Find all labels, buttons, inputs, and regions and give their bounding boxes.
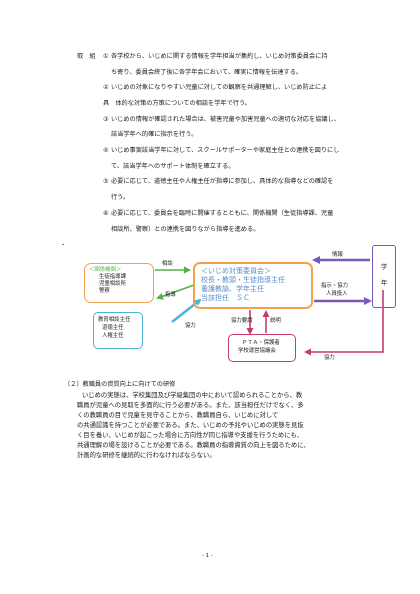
staff-item: 人権主任 [102,333,124,339]
roles-label: 取 組 [77,53,96,60]
role-line: 具 体的な対策の方策についての相談を学年で行う。 [103,100,251,107]
role-line: 必要に応じて、委員会を臨時に開催するとともに、関係機関（生徒指導課、児童 [111,210,334,217]
bullet: ・ [60,242,67,249]
role-line: 各学校から、いじめに関する情報を学年担当が集約し、いじめ対策委員会に持 [111,53,328,60]
committee-title: ＜いじめ対策委員会＞ [201,267,271,275]
explain-label: 説明 [270,318,281,324]
section-2-line: 職員が児童への見取を多面的に行う必要がある。また、該当担任だけでなく、多 [77,402,304,409]
related-agency-item: 警察 [99,288,110,294]
related-agency-item: 児童相談所 [99,281,126,287]
pta-line: ＰＴＡ・保護者 [242,340,280,346]
role-line: て、該当学年へのサポート体制を確立する。 [111,163,235,170]
staff-item: 道徳主任 [102,325,124,331]
role-marker: ① [103,53,109,60]
consult-label: 相談 [162,261,173,267]
role-line: 相談所、警察）との連携を図りながら指導を進める。 [111,226,260,233]
committee-member-line: 養護教諭、学年主任 [201,285,264,293]
pta-box: ＰＴＡ・保護者 学校運営協議会 [228,334,296,362]
committee-box: ＜いじめ対策委員会＞ 校長・教頭・生徒指導主任 養護教諭、学年主任 当該担任 Ｓ… [193,262,313,309]
grade-char: 年 [381,280,388,287]
related-agencies-box: ＜関係機関＞ 生徒指導課 児童相談所 警察 [84,263,154,303]
role-line: いじめ事案該当学年に対して、スクールサポーターや家庭主任との連携を図りにし [111,147,340,154]
related-agency-item: 生徒指導課 [99,274,126,280]
guidance-label: 指導 [165,292,176,298]
page-number: - 1 - [202,553,213,559]
pta-line: 学校運営協議会 [238,348,276,354]
guidance-arrow [156,284,195,300]
section-2-line: 計画的な研修を継続的に行わなければならない。 [77,452,216,459]
role-marker: ③ [103,116,109,123]
role-line: ち寄り、委員会終了後に各学年会において、確実に情報を伝達する。 [111,69,303,76]
section-2-line: いじめの実態は、学校集団及び学級集団の中において認められることから、教 [82,392,303,399]
role-marker: ⑥ [103,210,109,217]
section-2-line: の共通認識を持つことが必要である。また、いじめの予兆やいじめの実態を見抜 [77,422,304,429]
role-line: 行う。 [111,194,130,201]
role-line: 必要に応じて、道徳主任や人権主任が指導に参加し、具体的な指導などの確認を [111,178,334,185]
instruct-label: 指示・協力 [321,283,348,289]
role-marker: ④ [103,147,109,154]
grade-pta-label: 協力 [324,355,335,361]
grade-pta-arrow [304,290,384,356]
grade-box: 学 年 [372,245,396,308]
role-line: いじめの対象になりやすい児童に対しての観察を共通理解し、いじめ防止によ [111,84,328,91]
role-line: 該当学年へ的確に指示を行う。 [111,131,198,138]
coop-request-label: 協力要請 [231,318,253,324]
section-2-line: くの教職員の目で児童を見守ることから、教職員自ら、いじめに対して [77,412,279,419]
role-marker: ② [103,84,109,91]
role-marker: ⑤ [103,178,109,185]
staff-coop-label: 協力 [185,323,196,329]
staff-item: 教育相談主任 [98,317,131,323]
info-label: 情報 [332,252,343,258]
committee-member-line: 校長・教頭・生徒指導主任 [201,276,285,284]
staff-box: 教育相談主任 道徳主任 人権主任 [93,312,143,349]
section-2-line: 共通理解の場を設けることが必要である。教職員の指導資質の向上を図るために、 [77,442,310,449]
grade-char: 学 [381,264,388,271]
section-2-heading: （２）教職員の資質向上に向けての研修 [64,381,176,388]
related-agencies-title: ＜関係機関＞ [89,267,122,273]
instruct-label: 人員投入 [326,291,348,297]
role-line: いじめの情報が確認された場合は、被害児童や加害児童への適切な対応を協議し、 [111,116,340,123]
committee-member-line: 当該担任 ＳＣ [201,294,250,302]
section-2-line: く目を養い、いじめが起こった場合に方向性が同じ指導や支援を行うためにも、 [77,432,304,439]
